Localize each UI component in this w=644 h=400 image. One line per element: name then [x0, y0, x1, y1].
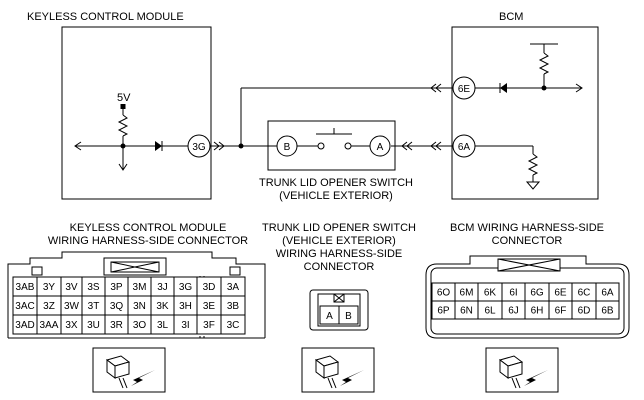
pin-label: 3W — [64, 301, 80, 312]
keyless-terminal-label: 3G — [192, 142, 206, 153]
pin-label: 3B — [227, 301, 240, 312]
probe-icon — [301, 347, 375, 393]
pin-cell — [338, 305, 359, 325]
harness-wiring — [210, 83, 452, 151]
pin-label: 6M — [460, 288, 474, 299]
pin-label: 6F — [555, 306, 567, 317]
pin-label: 3E — [203, 301, 216, 312]
pin-label: 3X — [65, 320, 78, 331]
probe-icon — [485, 347, 559, 393]
pin-label: 6J — [508, 306, 519, 317]
pin-label: 6A — [601, 288, 614, 299]
keyless-module-box — [61, 26, 212, 200]
pin-label: 3S — [87, 282, 100, 293]
pin-label: 6B — [601, 306, 614, 317]
pin-label: 3I — [181, 320, 189, 331]
keyless-internal-circuit: 5V — [74, 92, 188, 171]
switch-terminal-a-label: A — [377, 142, 384, 153]
bcm-box — [451, 26, 599, 200]
pin-label: 6G — [530, 288, 544, 299]
pin-label: 3V — [65, 282, 78, 293]
pin-label: 3L — [157, 320, 169, 331]
pin-label: 3D — [203, 282, 216, 293]
keyless-connector-grid: 3AB 3Y 3V 3S 3P 3M 3J 3G 3D 3A 3AC 3Z 3W 3T 3Q 3N 3K 3H 3E… — [12, 276, 246, 335]
pin-label: 3J — [157, 282, 168, 293]
switch-caption-1: TRUNK LID OPENER SWITCH — [259, 177, 413, 189]
pin-label: 6P — [437, 306, 450, 317]
pin-label: 3N — [133, 301, 146, 312]
keyless-module-title: KEYLESS CONTROL MODULE — [27, 11, 184, 23]
pin-label: 3Q — [110, 301, 124, 312]
keyless-connector-title-1: KEYLESS CONTROL MODULE — [70, 222, 227, 234]
pin-label: 3M — [133, 282, 147, 293]
pin-label: 3C — [227, 320, 240, 331]
pin-label: 3A — [227, 282, 240, 293]
switch-contact-symbol — [297, 128, 370, 150]
probe-icon — [92, 347, 166, 393]
pin-label: 6E — [554, 288, 567, 299]
switch-connector-title-3: WIRING HARNESS-SIDE — [276, 248, 403, 260]
switch-connector-title-1: TRUNK LID OPENER SWITCH — [262, 222, 416, 234]
switch-terminal-b-label: B — [284, 142, 291, 153]
pin-label: 3AD — [15, 320, 34, 331]
keyless-connector-face — [7, 251, 266, 339]
pin-label: 3AB — [16, 282, 35, 293]
pin-label: 6I — [509, 288, 517, 299]
bcm-terminal-6e-label: 6E — [458, 84, 471, 95]
switch-connector-title-4: CONNECTOR — [304, 261, 375, 273]
pin-label: 3O — [133, 320, 147, 331]
pin-label: 3P — [110, 282, 123, 293]
pin-label: 3F — [203, 320, 215, 331]
bcm-connector-grid: 6O 6M 6K 6I 6G 6E 6C 6A 6P 6N 6L 6J 6H 6F 6D 6B — [431, 282, 620, 320]
pin-label: 3G — [179, 282, 193, 293]
pin-label: B — [345, 311, 352, 322]
bcm-connector-face — [425, 255, 630, 339]
pin-label: 6N — [460, 306, 473, 317]
pin-label: A — [326, 311, 333, 322]
switch-connector-title-2: (VEHICLE EXTERIOR) — [282, 235, 396, 247]
pin-label: 6O — [437, 288, 451, 299]
bcm-connector-title-2: CONNECTOR — [492, 235, 563, 247]
pin-label: 6D — [578, 306, 591, 317]
bcm-connector-title-1: BCM WIRING HARNESS-SIDE — [450, 222, 604, 234]
pin-label: 3Z — [43, 301, 55, 312]
supply-5v-label: 5V — [117, 92, 131, 104]
pin-cell — [595, 300, 620, 320]
pin-label: 3AA — [40, 320, 59, 331]
pin-label: 6H — [531, 306, 544, 317]
bcm-title: BCM — [499, 11, 523, 23]
pin-cell — [220, 314, 246, 335]
pin-label: 3T — [88, 301, 100, 312]
pin-label: 3AC — [15, 301, 34, 312]
pin-label: 3K — [156, 301, 169, 312]
pin-label: 3R — [110, 320, 123, 331]
switch-caption-2: (VEHICLE EXTERIOR) — [279, 190, 393, 202]
keyless-connector-title-2: WIRING HARNESS-SIDE CONNECTOR — [48, 235, 248, 247]
pin-label: 3Y — [43, 282, 56, 293]
switch-connector-face — [309, 289, 369, 331]
bcm-internal-circuit — [475, 43, 583, 190]
pin-label: 6K — [484, 288, 497, 299]
pin-label: 6L — [484, 306, 496, 317]
pin-label: 3H — [179, 301, 192, 312]
bcm-terminal-6a-label: 6A — [458, 142, 471, 153]
pin-label: 6C — [578, 288, 591, 299]
switch-box — [267, 120, 396, 171]
pin-label: 3U — [87, 320, 100, 331]
